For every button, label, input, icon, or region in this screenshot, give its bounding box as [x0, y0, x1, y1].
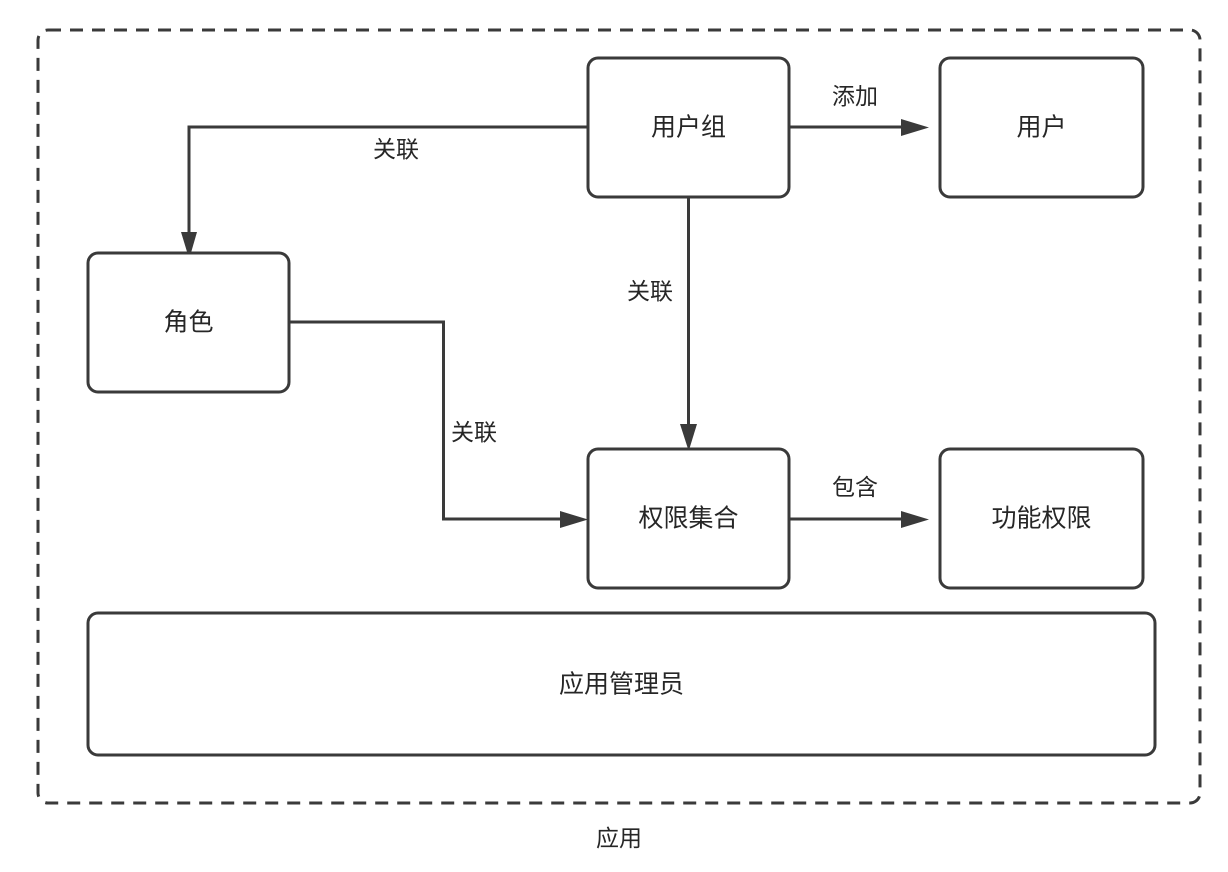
edge-permission-set-to-feature: 包含 — [789, 474, 929, 528]
application-boundary-rect — [36, 28, 1202, 805]
edge-label-associate-permission: 关联 — [627, 278, 673, 304]
edge-user-group-to-role: 关联 — [181, 125, 588, 259]
arrow-head-icon — [560, 511, 588, 528]
arrow-head-icon — [181, 232, 197, 259]
node-label: 角色 — [163, 309, 213, 337]
node-box[interactable] — [586, 56, 791, 199]
node-box[interactable] — [86, 251, 291, 394]
edge-label-add: 添加 — [832, 83, 878, 109]
node-user[interactable]: 用户 — [938, 56, 1145, 199]
arrow-head-icon — [901, 119, 929, 136]
node-label: 应用管理员 — [559, 671, 684, 699]
node-role[interactable]: 角色 — [86, 251, 291, 394]
application-boundary-caption: 应用 — [596, 825, 642, 851]
node-box[interactable] — [86, 611, 1157, 757]
edge-label-contains: 包含 — [832, 474, 878, 500]
arrow-head-icon — [680, 424, 697, 451]
node-app-admin[interactable]: 应用管理员 — [86, 611, 1157, 757]
edge-user-group-to-permission-set: 关联 — [627, 197, 697, 451]
node-user-group[interactable]: 用户组 — [586, 56, 791, 199]
node-feature-permission[interactable]: 功能权限 — [938, 447, 1145, 590]
node-box[interactable] — [586, 447, 791, 590]
edge-line — [187, 125, 588, 232]
edge-line — [289, 320, 560, 521]
node-box[interactable] — [938, 56, 1145, 199]
edge-label-associate-role: 关联 — [373, 136, 419, 162]
node-label: 用户 — [1016, 114, 1066, 142]
node-permission-set[interactable]: 权限集合 — [586, 447, 791, 590]
arrow-head-icon — [901, 511, 929, 528]
edge-label-associate-role-permission: 关联 — [451, 419, 497, 445]
edge-role-to-permission-set: 关联 — [289, 320, 588, 528]
edge-user-group-to-user: 添加 — [789, 83, 929, 136]
node-label: 功能权限 — [991, 505, 1091, 533]
node-label: 用户组 — [651, 114, 726, 142]
node-box[interactable] — [938, 447, 1145, 590]
node-label: 权限集合 — [638, 505, 738, 533]
